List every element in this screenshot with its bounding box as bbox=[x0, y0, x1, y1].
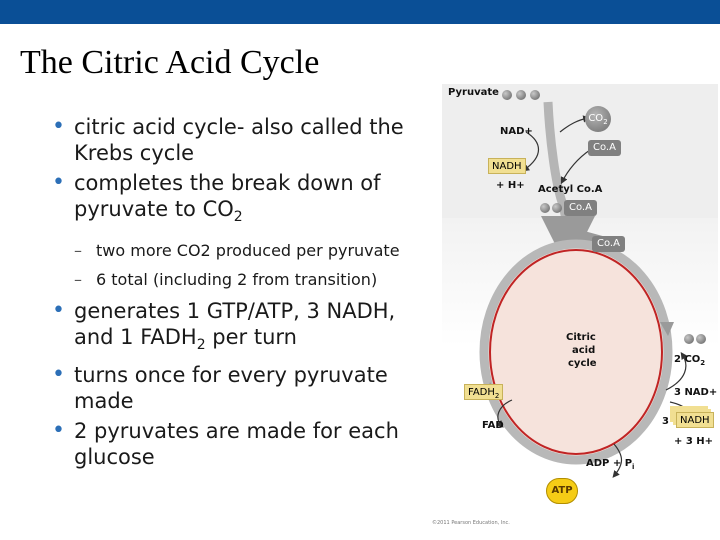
cycle-label-line: acid bbox=[572, 345, 595, 356]
sub-bullet-text: 6 total (including 2 from transition) bbox=[96, 270, 377, 289]
dash-icon: – bbox=[74, 240, 82, 261]
copyright-text: ©2011 Pearson Education, Inc. bbox=[432, 520, 510, 526]
cycle-label-line: cycle bbox=[568, 358, 597, 369]
cycle-label-line: Citric bbox=[566, 332, 596, 343]
fadh2-label: FADH2 bbox=[464, 384, 503, 400]
carbon-atom-icon bbox=[516, 90, 526, 100]
sub-bullet-item: – two more CO2 produced per pyruvate bbox=[52, 240, 412, 261]
nad-plus-label: NAD+ bbox=[500, 126, 533, 137]
sub-bullet-text: two more CO2 produced per pyruvate bbox=[96, 241, 400, 260]
bullet-item: • citric acid cycle- also called the Kre… bbox=[52, 114, 412, 166]
co2-molecule-icon: CO2 bbox=[585, 106, 611, 132]
adp-label: ADP + Pi bbox=[586, 458, 634, 471]
bullet-text: completes the break down of pyruvate to … bbox=[74, 171, 381, 221]
top-banner bbox=[0, 0, 720, 24]
bullet-dot-icon: • bbox=[52, 298, 65, 324]
bullet-item: • completes the break down of pyruvate t… bbox=[52, 170, 412, 230]
pyruvate-label: Pyruvate bbox=[448, 87, 499, 98]
bullet-item: • turns once for every pyruvate made bbox=[52, 362, 412, 414]
bullet-dot-icon: • bbox=[52, 170, 65, 196]
carbon-atom-icon bbox=[540, 203, 550, 213]
fad-label: FAD bbox=[482, 420, 504, 431]
three-nadh-label: NADH bbox=[676, 412, 714, 428]
coa-label: Co.A bbox=[588, 140, 621, 156]
atp-badge: ATP bbox=[546, 478, 578, 504]
nadh-label: NADH bbox=[488, 158, 526, 174]
coa-release-label: Co.A bbox=[592, 236, 625, 252]
subscript: 2 bbox=[234, 209, 243, 225]
acetyl-coa-label: Acetyl Co.A bbox=[538, 184, 602, 195]
co2-molecule-icon bbox=[696, 334, 706, 344]
subscript: 2 bbox=[197, 337, 206, 353]
acetyl-coa-tag: Co.A bbox=[564, 200, 597, 216]
three-h-label: + 3 H+ bbox=[674, 436, 713, 447]
bullet-text: 2 pyruvates are made for each glucose bbox=[74, 419, 399, 469]
carbon-atom-icon bbox=[502, 90, 512, 100]
bullet-dot-icon: • bbox=[52, 114, 65, 140]
bullet-item: • generates 1 GTP/ATP, 3 NADH, and 1 FAD… bbox=[52, 298, 412, 358]
carbon-atom-icon bbox=[530, 90, 540, 100]
bullet-list: • citric acid cycle- also called the Kre… bbox=[52, 114, 412, 474]
three-nadh-count: 3 bbox=[662, 416, 669, 427]
sub-bullet-item: – 6 total (including 2 from transition) bbox=[52, 269, 412, 290]
slide-title: The Citric Acid Cycle bbox=[20, 44, 319, 82]
h-plus-label: + H+ bbox=[496, 180, 525, 191]
dash-icon: – bbox=[74, 269, 82, 290]
bullet-dot-icon: • bbox=[52, 418, 65, 444]
bullet-item: • 2 pyruvates are made for each glucose bbox=[52, 418, 412, 470]
bullet-text: turns once for every pyruvate made bbox=[74, 363, 388, 413]
citric-acid-cycle-diagram: Pyruvate CO2 NAD+ Co.A NADH + H+ Acetyl … bbox=[438, 84, 720, 540]
three-nad-label: 3 NAD+ bbox=[674, 387, 717, 398]
two-co2-label: 2 CO2 bbox=[674, 354, 705, 367]
pathway-arrows bbox=[438, 84, 720, 540]
bullet-text: citric acid cycle- also called the Krebs… bbox=[74, 115, 404, 165]
bullet-text-suffix: per turn bbox=[206, 325, 297, 349]
carbon-atom-icon bbox=[552, 203, 562, 213]
bullet-dot-icon: • bbox=[52, 362, 65, 388]
co2-molecule-icon bbox=[684, 334, 694, 344]
